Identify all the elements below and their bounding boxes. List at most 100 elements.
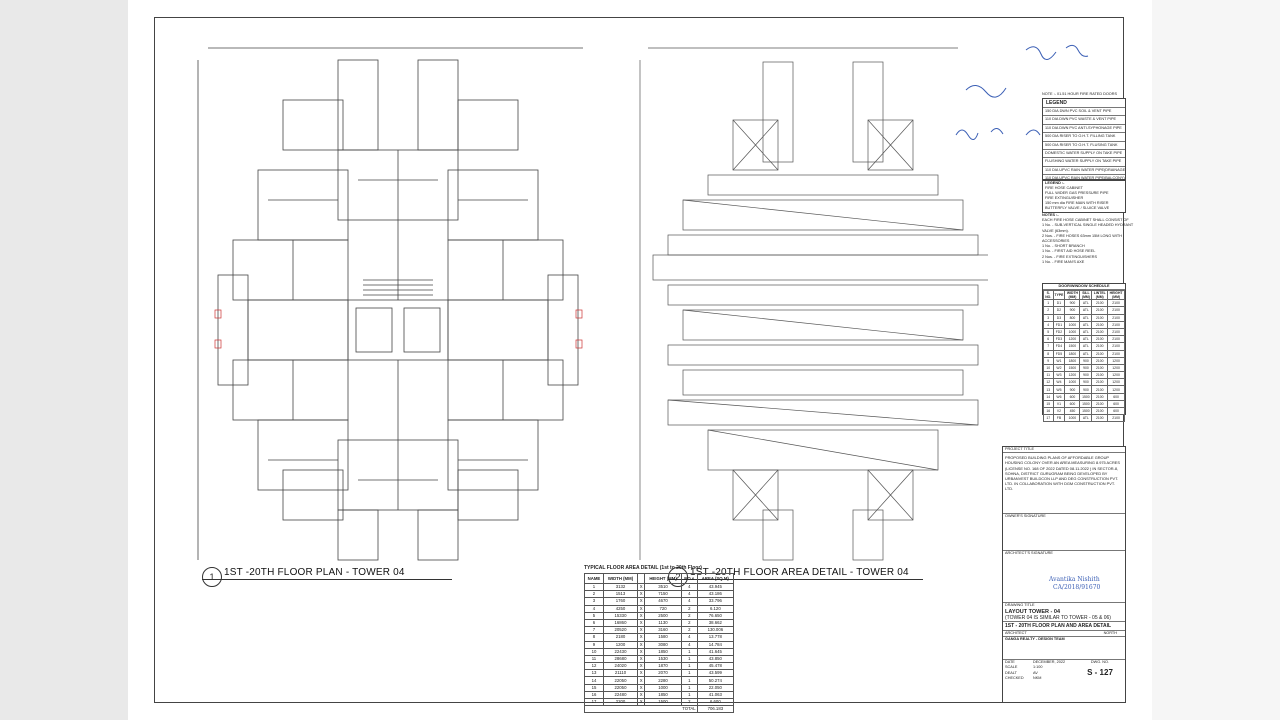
area-table-cell: 41.645	[696, 647, 735, 656]
area-table-cell: X	[637, 697, 646, 707]
area-table-cell: 5	[584, 611, 604, 620]
door-schedule-cell: 2100	[1091, 335, 1109, 344]
legend-item: 110 DIA UPVC RAIN WATER PIPE(DRAINAGE)	[1043, 167, 1125, 176]
area-table-cell: 21110	[602, 669, 639, 678]
legend2-item: FULL WIDER GAS PRESSURE PIPE	[1045, 191, 1109, 196]
area-table-cell: X	[637, 662, 646, 671]
checked-value: NKM	[1033, 676, 1042, 681]
door-schedule-header: S. NO. TYPE WIDTH (MM) SILL (MM) LINTEL …	[1043, 290, 1125, 301]
door-schedule-box: DOOR/WINDOW SCHEDULE S. NO. TYPE WIDTH (…	[1042, 283, 1126, 423]
door-schedule-cell: 900	[1064, 385, 1081, 394]
area-table-cell: 1000	[644, 683, 682, 692]
door-schedule-cell: 600	[1107, 392, 1125, 401]
architect-stamp-name: Avantika Nishith	[1049, 576, 1100, 584]
door-schedule-cell: 900	[1079, 356, 1093, 365]
door-schedule-cell: FD2	[1052, 327, 1066, 337]
door-schedule-cell: 600	[1107, 407, 1125, 416]
door-schedule-cell: V2	[1052, 407, 1066, 416]
plan-title-left: 1ST -20TH FLOOR PLAN - TOWER 04	[224, 567, 405, 578]
note-line: 1 No. - SHORT BRANCH	[1042, 244, 1085, 249]
door-schedule-cell: 2100	[1091, 371, 1109, 380]
drawing-title-label: DRAWING TITLE	[1005, 603, 1035, 608]
door-schedule-cell: 1200	[1064, 371, 1081, 380]
door-schedule-cell: 2100	[1091, 313, 1109, 322]
area-col-height: HEIGHT (MM)	[644, 573, 682, 584]
door-schedule-cell: ATL	[1079, 313, 1093, 322]
area-table-cell: 2070	[644, 669, 682, 678]
door-schedule-cell: 2100	[1107, 299, 1125, 308]
area-table-cell: 4	[680, 582, 698, 592]
dealt-label: DEALT	[1005, 670, 1017, 675]
door-schedule-cell: 1200	[1107, 363, 1125, 373]
door-col-sno: S. NO.	[1043, 290, 1054, 301]
area-table-cell: X	[637, 647, 646, 656]
door-schedule-cell: FD1	[1052, 320, 1066, 329]
area-table-cell: 1530	[644, 654, 682, 664]
door-schedule-cell: D3	[1052, 313, 1066, 322]
door-schedule-cell: 1800	[1064, 349, 1081, 358]
door-schedule-cell: 3	[1043, 313, 1054, 322]
door-schedule-cell: ATL	[1079, 320, 1093, 329]
meta-grid: DATE DECEMBER, 2022 DWG. NO. SCALE 1:100…	[1003, 658, 1125, 682]
area-table-cell: 10	[584, 647, 604, 656]
area-total-label: TOTAL	[584, 705, 698, 714]
door-schedule-cell: 5	[1043, 327, 1054, 337]
door-schedule-cell: 2100	[1091, 363, 1109, 373]
area-table-cell: 2	[680, 618, 698, 628]
door-schedule-cell: W1	[1052, 356, 1066, 365]
area-table-cell: 28680	[602, 654, 639, 664]
area-table-cell: 1580	[644, 633, 682, 642]
area-table-cell: 8	[584, 633, 604, 642]
note-line: VALVE (63mm).	[1042, 228, 1069, 233]
area-table-cell: 1500	[644, 697, 682, 707]
door-schedule-cell: 900	[1079, 378, 1093, 387]
door-schedule-cell: W3	[1052, 371, 1066, 380]
area-table-cell: 24020	[602, 662, 639, 671]
note-line: 1 No. - SUB-VERTICAL SINGLE HEADED HYDRA…	[1042, 223, 1134, 228]
area-table-cell: 1	[680, 654, 698, 664]
door-schedule-cell: 900	[1064, 306, 1081, 315]
door-schedule-cell: W4	[1052, 378, 1066, 387]
notes-title: NOTES :-	[1042, 213, 1059, 217]
door-schedule-cell: 2100	[1091, 342, 1109, 351]
door-schedule-cell: 1500	[1064, 363, 1081, 373]
design-team: GANGA REALTY - DESIGN TEAM	[1005, 636, 1065, 641]
area-table-cell: X	[637, 669, 646, 678]
door-schedule-cell: 900	[1079, 385, 1093, 394]
area-table-cell: 43.945	[696, 582, 735, 592]
door-schedule-cell: ATL	[1079, 349, 1093, 358]
area-table-cell: 4250	[602, 604, 639, 613]
door-schedule-cell: 8	[1043, 349, 1054, 358]
legend-item: FLUSHING WATER SUPPLY ON TAKE PIPE	[1043, 158, 1125, 167]
area-table-cell: 45.478	[696, 662, 735, 671]
door-schedule-cell: 16	[1043, 407, 1054, 416]
door-schedule-cell: ATL	[1079, 327, 1093, 337]
door-schedule-cell: 1000	[1064, 327, 1081, 337]
note-line: 2 Nos. - FIRE HOSES 63mm 15M LONG WITH	[1042, 233, 1122, 238]
area-table-cell: 43.850	[696, 654, 735, 664]
checked-label: CHECKED	[1005, 676, 1024, 681]
door-schedule-cell: ATL	[1079, 335, 1093, 344]
area-table-cell: 2180	[602, 633, 639, 642]
area-table-cell: 11	[584, 654, 604, 664]
plan-title-left-underline	[202, 579, 452, 580]
viewer-margin	[1152, 0, 1280, 720]
area-col-width: WIDTH (MM)	[602, 573, 639, 584]
door-schedule-cell: 15	[1043, 399, 1054, 409]
plan-title-right-underline	[668, 579, 923, 580]
area-table-cell: X	[637, 683, 646, 692]
door-schedule-cell: 1500	[1079, 399, 1093, 409]
